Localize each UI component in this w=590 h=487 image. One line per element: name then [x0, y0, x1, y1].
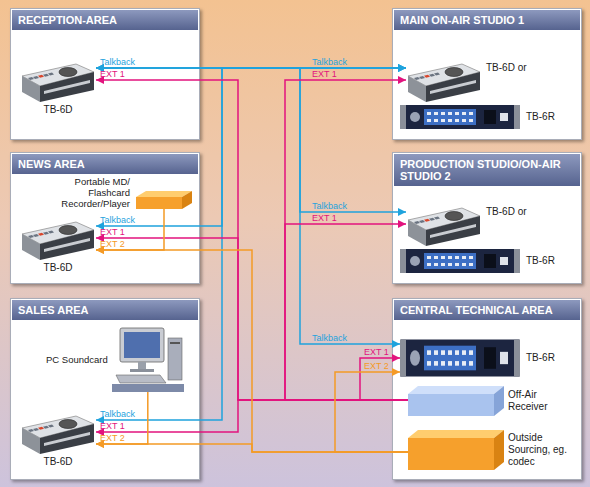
talkback-desk-illustration: [20, 60, 96, 104]
signal-name: EXT 1: [364, 347, 389, 357]
device-label: Portable MD/ Flashcard Recorder/Player: [46, 176, 130, 209]
signal-name: EXT 1: [100, 69, 125, 79]
equipment-box: Outside Sourcing, eg. codec: [408, 430, 574, 470]
signal-name: EXT 2: [364, 361, 389, 371]
signal-name: Talkback: [312, 201, 347, 211]
area-heading: PRODUCTION STUDIO/ON-AIR STUDIO 2: [394, 154, 580, 186]
signal-line: [285, 224, 408, 400]
area-heading: CENTRAL TECHNICAL AREA: [394, 300, 580, 320]
signal-name: EXT 1: [312, 213, 337, 223]
device-label: TB-6D or: [486, 62, 527, 74]
talkback-desk-unit: TB-6D: [20, 60, 96, 116]
talkback-rack-unit: TB-6R: [400, 338, 555, 378]
device-label: TB-6R: [526, 111, 555, 123]
equipment-illustration: [408, 386, 504, 416]
signal-name: EXT 1: [312, 69, 337, 79]
equipment-illustration: [408, 430, 504, 470]
area-panel: CENTRAL TECHNICAL AREA TB-6R Off-Air Recei…: [392, 298, 582, 480]
device-label: TB-6D: [44, 262, 73, 274]
talkback-rack-illustration: [400, 338, 520, 378]
device-label: Outside Sourcing, eg. codec: [508, 432, 574, 468]
talkback-rack-unit: TB-6R: [400, 104, 555, 130]
area-heading: SALES AREA: [12, 300, 198, 320]
talkback-desk-illustration: [406, 204, 482, 248]
device-label: TB-6R: [526, 352, 555, 364]
signal-name: EXT 1: [100, 227, 125, 237]
talkback-desk-illustration: [20, 412, 96, 456]
device-label: TB-6D: [44, 104, 73, 116]
signal-line: [96, 444, 408, 452]
pc-illustration: [112, 326, 184, 392]
talkback-rack-illustration: [400, 248, 520, 274]
device-label: Off-Air Receiver: [508, 389, 574, 413]
talkback-rack-illustration: [400, 104, 520, 130]
equipment-box: Off-Air Receiver: [408, 386, 574, 416]
talkback-rack-unit: TB-6R: [400, 248, 555, 274]
signal-name: EXT 1: [100, 421, 125, 431]
talkback-desk-unit: TB-6D or: [406, 204, 527, 248]
area-panel: MAIN ON-AIR STUDIO 1 TB-6D or TB-6R: [392, 8, 582, 140]
recorder-illustration: [136, 191, 192, 209]
device-label: PC Soundcard: [46, 354, 108, 365]
signal-line: [96, 68, 406, 212]
signal-line: [96, 209, 164, 250]
area-heading: NEWS AREA: [12, 154, 198, 174]
area-panel: PRODUCTION STUDIO/ON-AIR STUDIO 2 TB-6D o…: [392, 152, 582, 284]
signal-line: [96, 68, 406, 226]
signal-name: Talkback: [312, 333, 347, 343]
area-heading: RECEPTION-AREA: [12, 10, 198, 30]
talkback-desk-unit: TB-6D: [20, 412, 96, 468]
signal-name: EXT 2: [100, 239, 125, 249]
signal-name: Talkback: [100, 57, 135, 67]
talkback-desk-illustration: [406, 60, 482, 104]
signal-line: [335, 372, 408, 452]
talkback-desk-illustration: [20, 218, 96, 262]
talkback-desk-unit: TB-6D or: [406, 60, 527, 104]
signal-name: EXT 2: [100, 433, 125, 443]
signal-line: [285, 80, 408, 400]
signal-name: Talkback: [100, 215, 135, 225]
area-panel: SALES AREA PC SoundcardTB-6D: [10, 298, 200, 480]
device-label: TB-6D or: [486, 206, 527, 218]
area-heading: MAIN ON-AIR STUDIO 1: [394, 10, 580, 30]
pc-workstation: PC Soundcard: [46, 326, 184, 392]
signal-name: Talkback: [100, 409, 135, 419]
signal-line: [96, 250, 408, 452]
portable-recorder: Portable MD/ Flashcard Recorder/Player: [46, 176, 192, 209]
device-label: TB-6R: [526, 255, 555, 267]
signal-line: [96, 392, 148, 444]
signal-name: Talkback: [312, 57, 347, 67]
device-label: TB-6D: [44, 456, 73, 468]
talkback-desk-unit: TB-6D: [20, 218, 96, 274]
